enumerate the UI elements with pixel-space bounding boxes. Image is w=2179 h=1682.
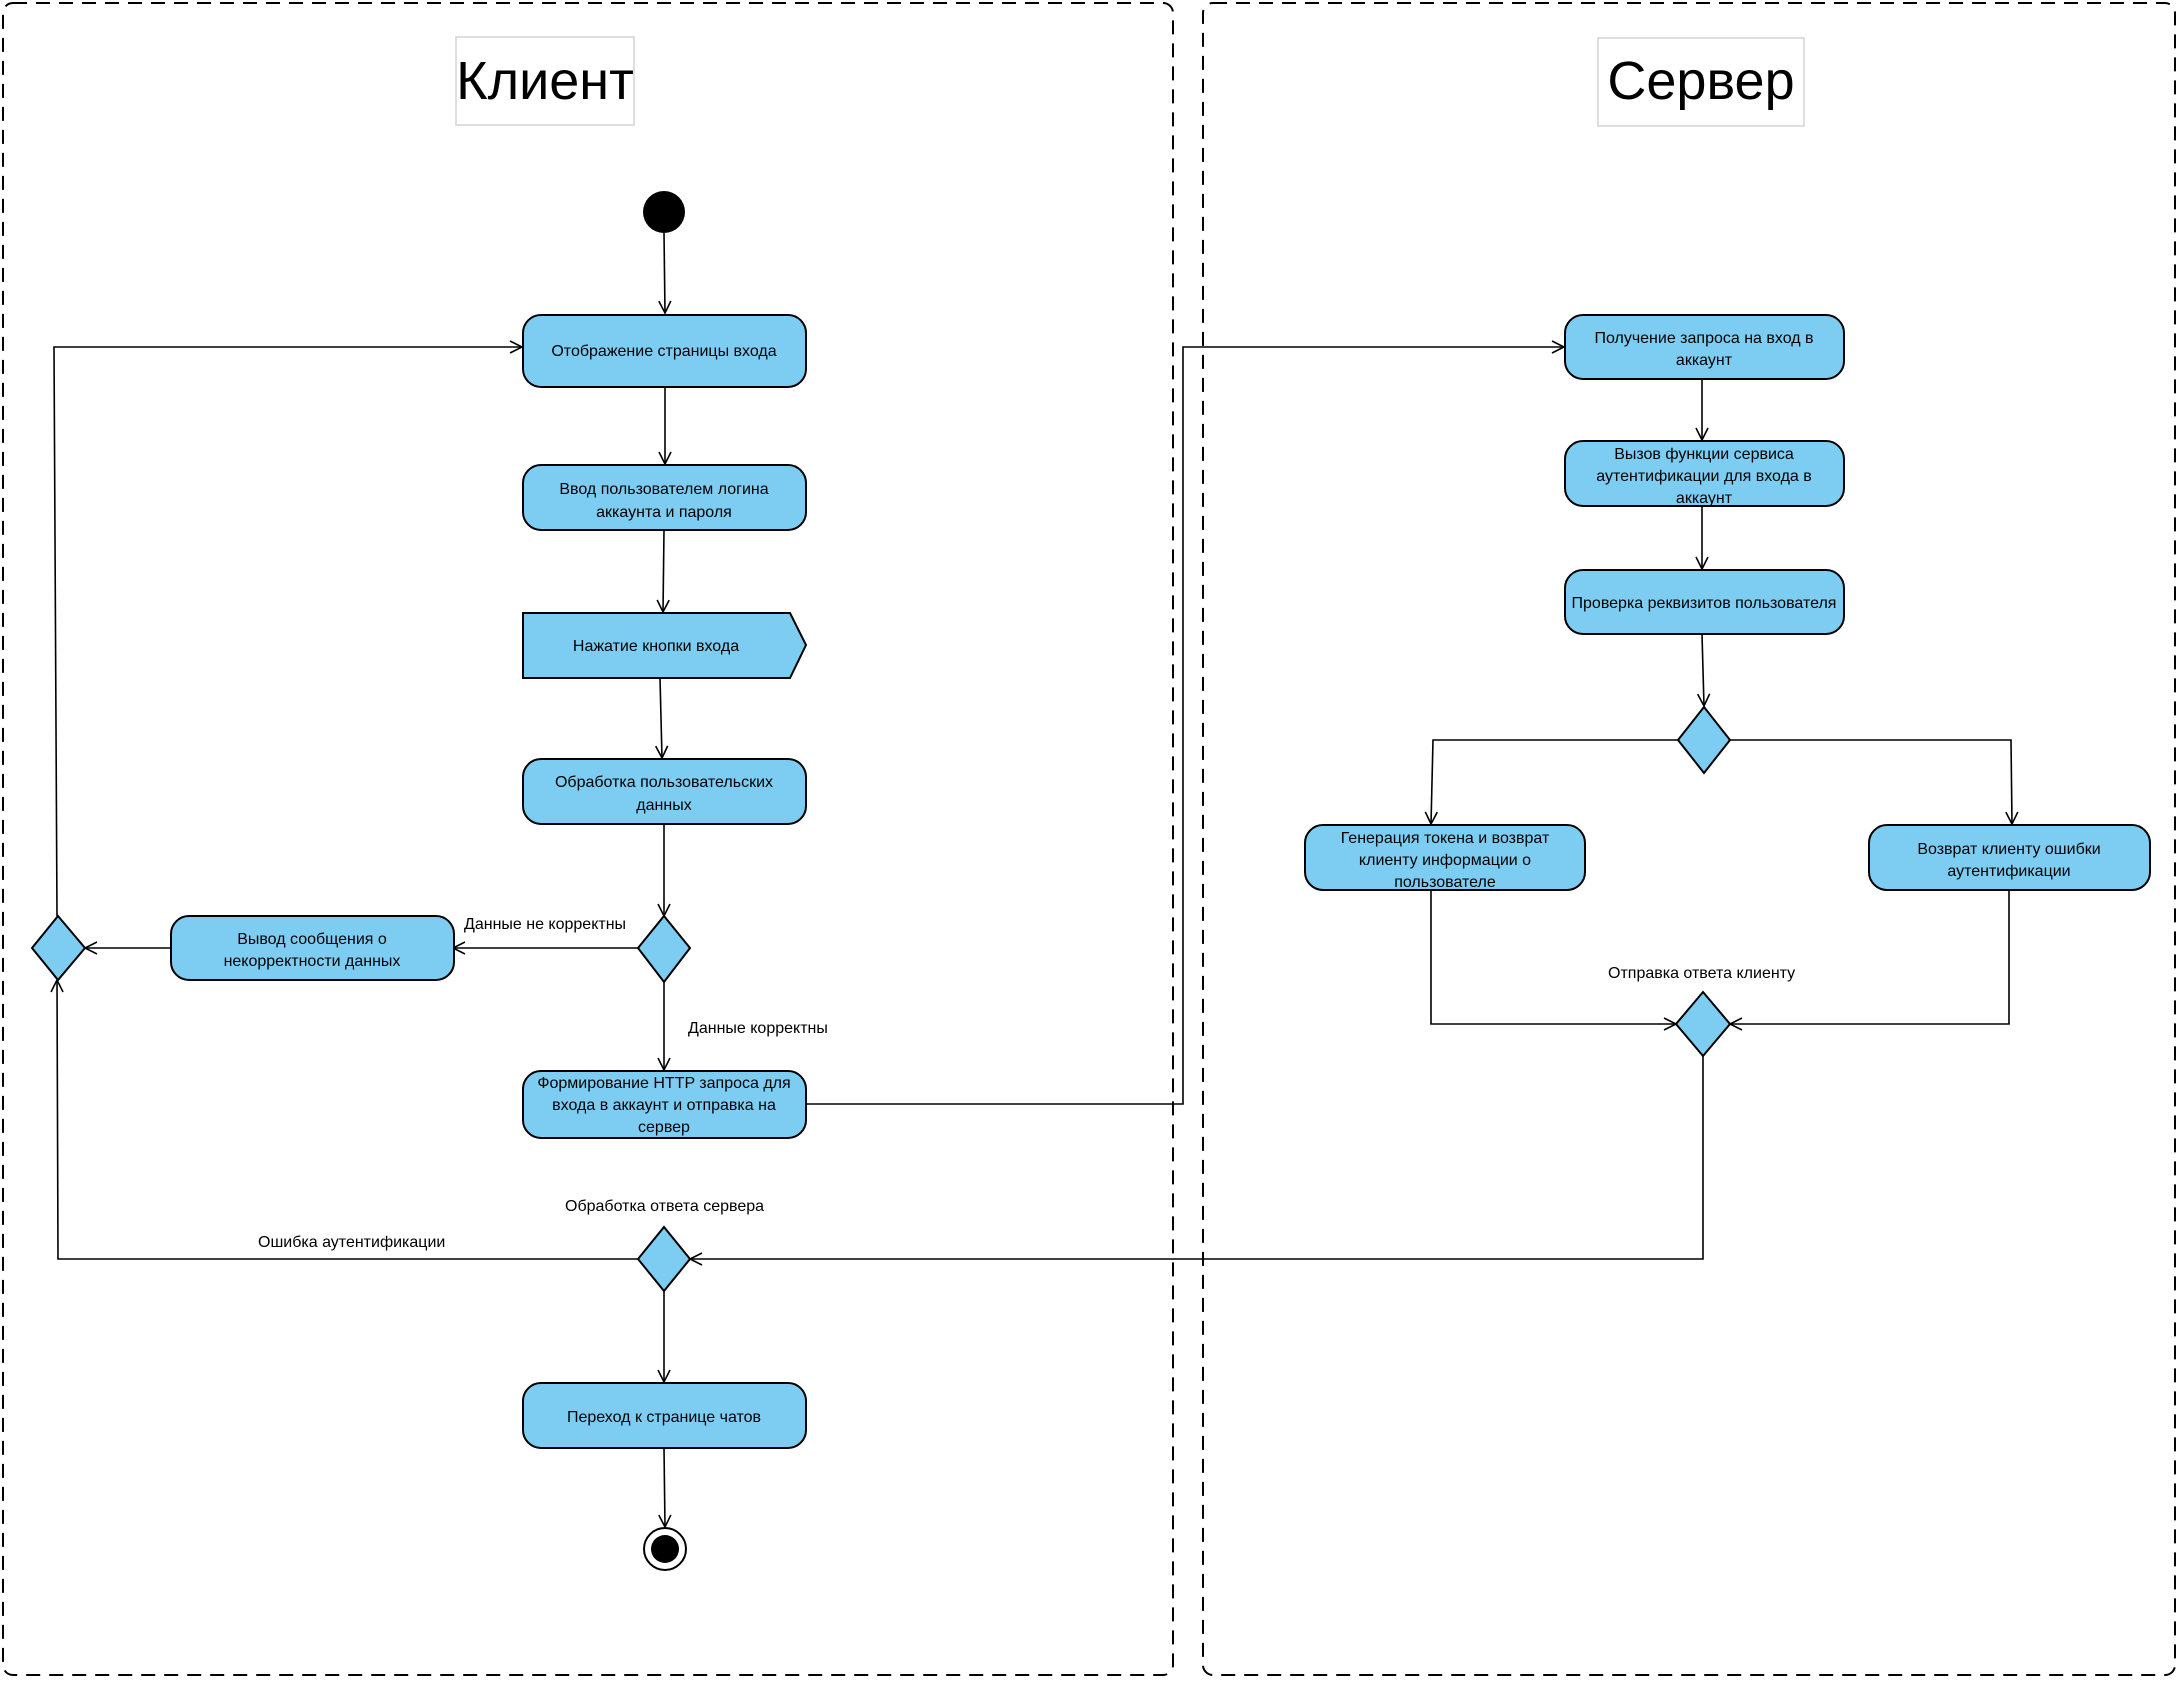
decision-server-response bbox=[636, 1225, 692, 1293]
svg-text:Нажатие кнопки входа: Нажатие кнопки входа bbox=[573, 638, 739, 655]
label-auth-error: Ошибка аутентификации bbox=[258, 1234, 445, 1251]
merge-send-response bbox=[1674, 990, 1732, 1058]
decision-data-validity bbox=[636, 914, 692, 984]
svg-text:Ввод пользователем логина: Ввод пользователем логина bbox=[559, 481, 768, 498]
svg-text:сервер: сервер bbox=[638, 1119, 690, 1136]
start-node bbox=[643, 191, 685, 233]
edge-decision-to-error bbox=[1730, 739, 2012, 824]
action-check-credentials: Проверка реквизитов пользователя bbox=[1564, 569, 1845, 635]
client-title: Клиент bbox=[456, 51, 634, 111]
action-enter-credentials: Ввод пользователем логина аккаунта и пар… bbox=[522, 464, 807, 531]
svg-text:Генерация токена и возврат: Генерация токена и возврат bbox=[1341, 830, 1550, 847]
svg-text:некорректности данных: некорректности данных bbox=[224, 953, 401, 970]
server-title-box bbox=[1597, 37, 1805, 127]
svg-text:Вызов функции сервиса: Вызов функции сервиса bbox=[1614, 446, 1794, 463]
svg-text:аккаунта и пароля: аккаунта и пароля bbox=[596, 504, 732, 521]
edge-start-to-show-login bbox=[664, 232, 665, 313]
action-return-auth-error: Возврат клиенту ошибки аутентификации bbox=[1868, 824, 2151, 891]
edge-chats-to-end bbox=[664, 1447, 665, 1527]
action-press-login-button: Нажатие кнопки входа bbox=[522, 612, 808, 679]
svg-text:Проверка реквизитов пользовате: Проверка реквизитов пользователя bbox=[1572, 595, 1837, 612]
edge-merge-to-show-login bbox=[53, 347, 522, 917]
action-go-to-chats: Переход к странице чатов bbox=[522, 1382, 807, 1449]
svg-text:Переход к странице чатов: Переход к странице чатов bbox=[567, 1409, 761, 1426]
svg-text:аккаунт: аккаунт bbox=[1676, 352, 1733, 369]
svg-text:аутентификации для входа в: аутентификации для входа в bbox=[1596, 468, 1812, 485]
action-receive-login-request: Получение запроса на вход в аккаунт bbox=[1564, 314, 1845, 380]
svg-text:Формирование HTTP запроса для: Формирование HTTP запроса для bbox=[537, 1075, 790, 1092]
label-send-response: Отправка ответа клиенту bbox=[1608, 965, 1795, 982]
svg-text:Отображение страницы входа: Отображение страницы входа bbox=[551, 343, 776, 360]
client-lane bbox=[2, 2, 1174, 1676]
action-generate-token: Генерация токена и возврат клиенту инфор… bbox=[1304, 824, 1586, 891]
svg-text:аккаунт: аккаунт bbox=[1676, 490, 1733, 507]
svg-text:Обработка пользовательских: Обработка пользовательских bbox=[555, 774, 773, 791]
edge-press-to-process bbox=[660, 677, 662, 758]
action-invalid-data-message: Вывод сообщения о некорректности данных bbox=[170, 915, 455, 981]
label-data-valid: Данные корректны bbox=[688, 1020, 828, 1037]
svg-text:клиенту информации о: клиенту информации о bbox=[1359, 852, 1531, 869]
server-lane bbox=[1202, 2, 2176, 1676]
edge-request-to-server bbox=[806, 347, 1564, 1105]
edge-auth-error-to-merge bbox=[57, 980, 638, 1260]
svg-text:Возврат клиенту ошибки: Возврат клиенту ошибки bbox=[1917, 841, 2100, 858]
svg-text:Получение запроса на вход в: Получение запроса на вход в bbox=[1594, 330, 1813, 347]
action-call-auth-service: Вызов функции сервиса аутентификации для… bbox=[1564, 440, 1845, 507]
edge-decision-to-token bbox=[1431, 739, 1678, 824]
svg-text:входа в аккаунт и отправка на: входа в аккаунт и отправка на bbox=[552, 1097, 776, 1114]
edge-token-to-merge bbox=[1430, 890, 1676, 1024]
svg-text:пользователе: пользователе bbox=[1394, 874, 1496, 891]
client-title-box bbox=[455, 36, 635, 126]
end-node bbox=[643, 1527, 687, 1571]
svg-text:Вывод сообщения о: Вывод сообщения о bbox=[237, 931, 387, 948]
merge-retry bbox=[30, 914, 87, 982]
label-process-response: Обработка ответа сервера bbox=[565, 1198, 764, 1215]
decision-credentials-valid bbox=[1676, 705, 1732, 775]
action-form-http-request: Формирование HTTP запроса для входа в ак… bbox=[522, 1070, 807, 1139]
label-data-invalid: Данные не корректны bbox=[464, 916, 626, 933]
action-process-user-data: Обработка пользовательских данных bbox=[522, 758, 807, 825]
svg-text:данных: данных bbox=[636, 797, 691, 814]
server-title: Сервер bbox=[1607, 51, 1794, 111]
svg-text:аутентификации: аутентификации bbox=[1947, 863, 2070, 880]
edge-enter-to-press bbox=[663, 529, 664, 612]
edge-server-to-client-decision bbox=[690, 1056, 1704, 1259]
action-show-login-page: Отображение страницы входа bbox=[522, 314, 807, 388]
edge-check-to-decision bbox=[1702, 633, 1704, 706]
edge-error-to-merge bbox=[1730, 890, 2010, 1024]
